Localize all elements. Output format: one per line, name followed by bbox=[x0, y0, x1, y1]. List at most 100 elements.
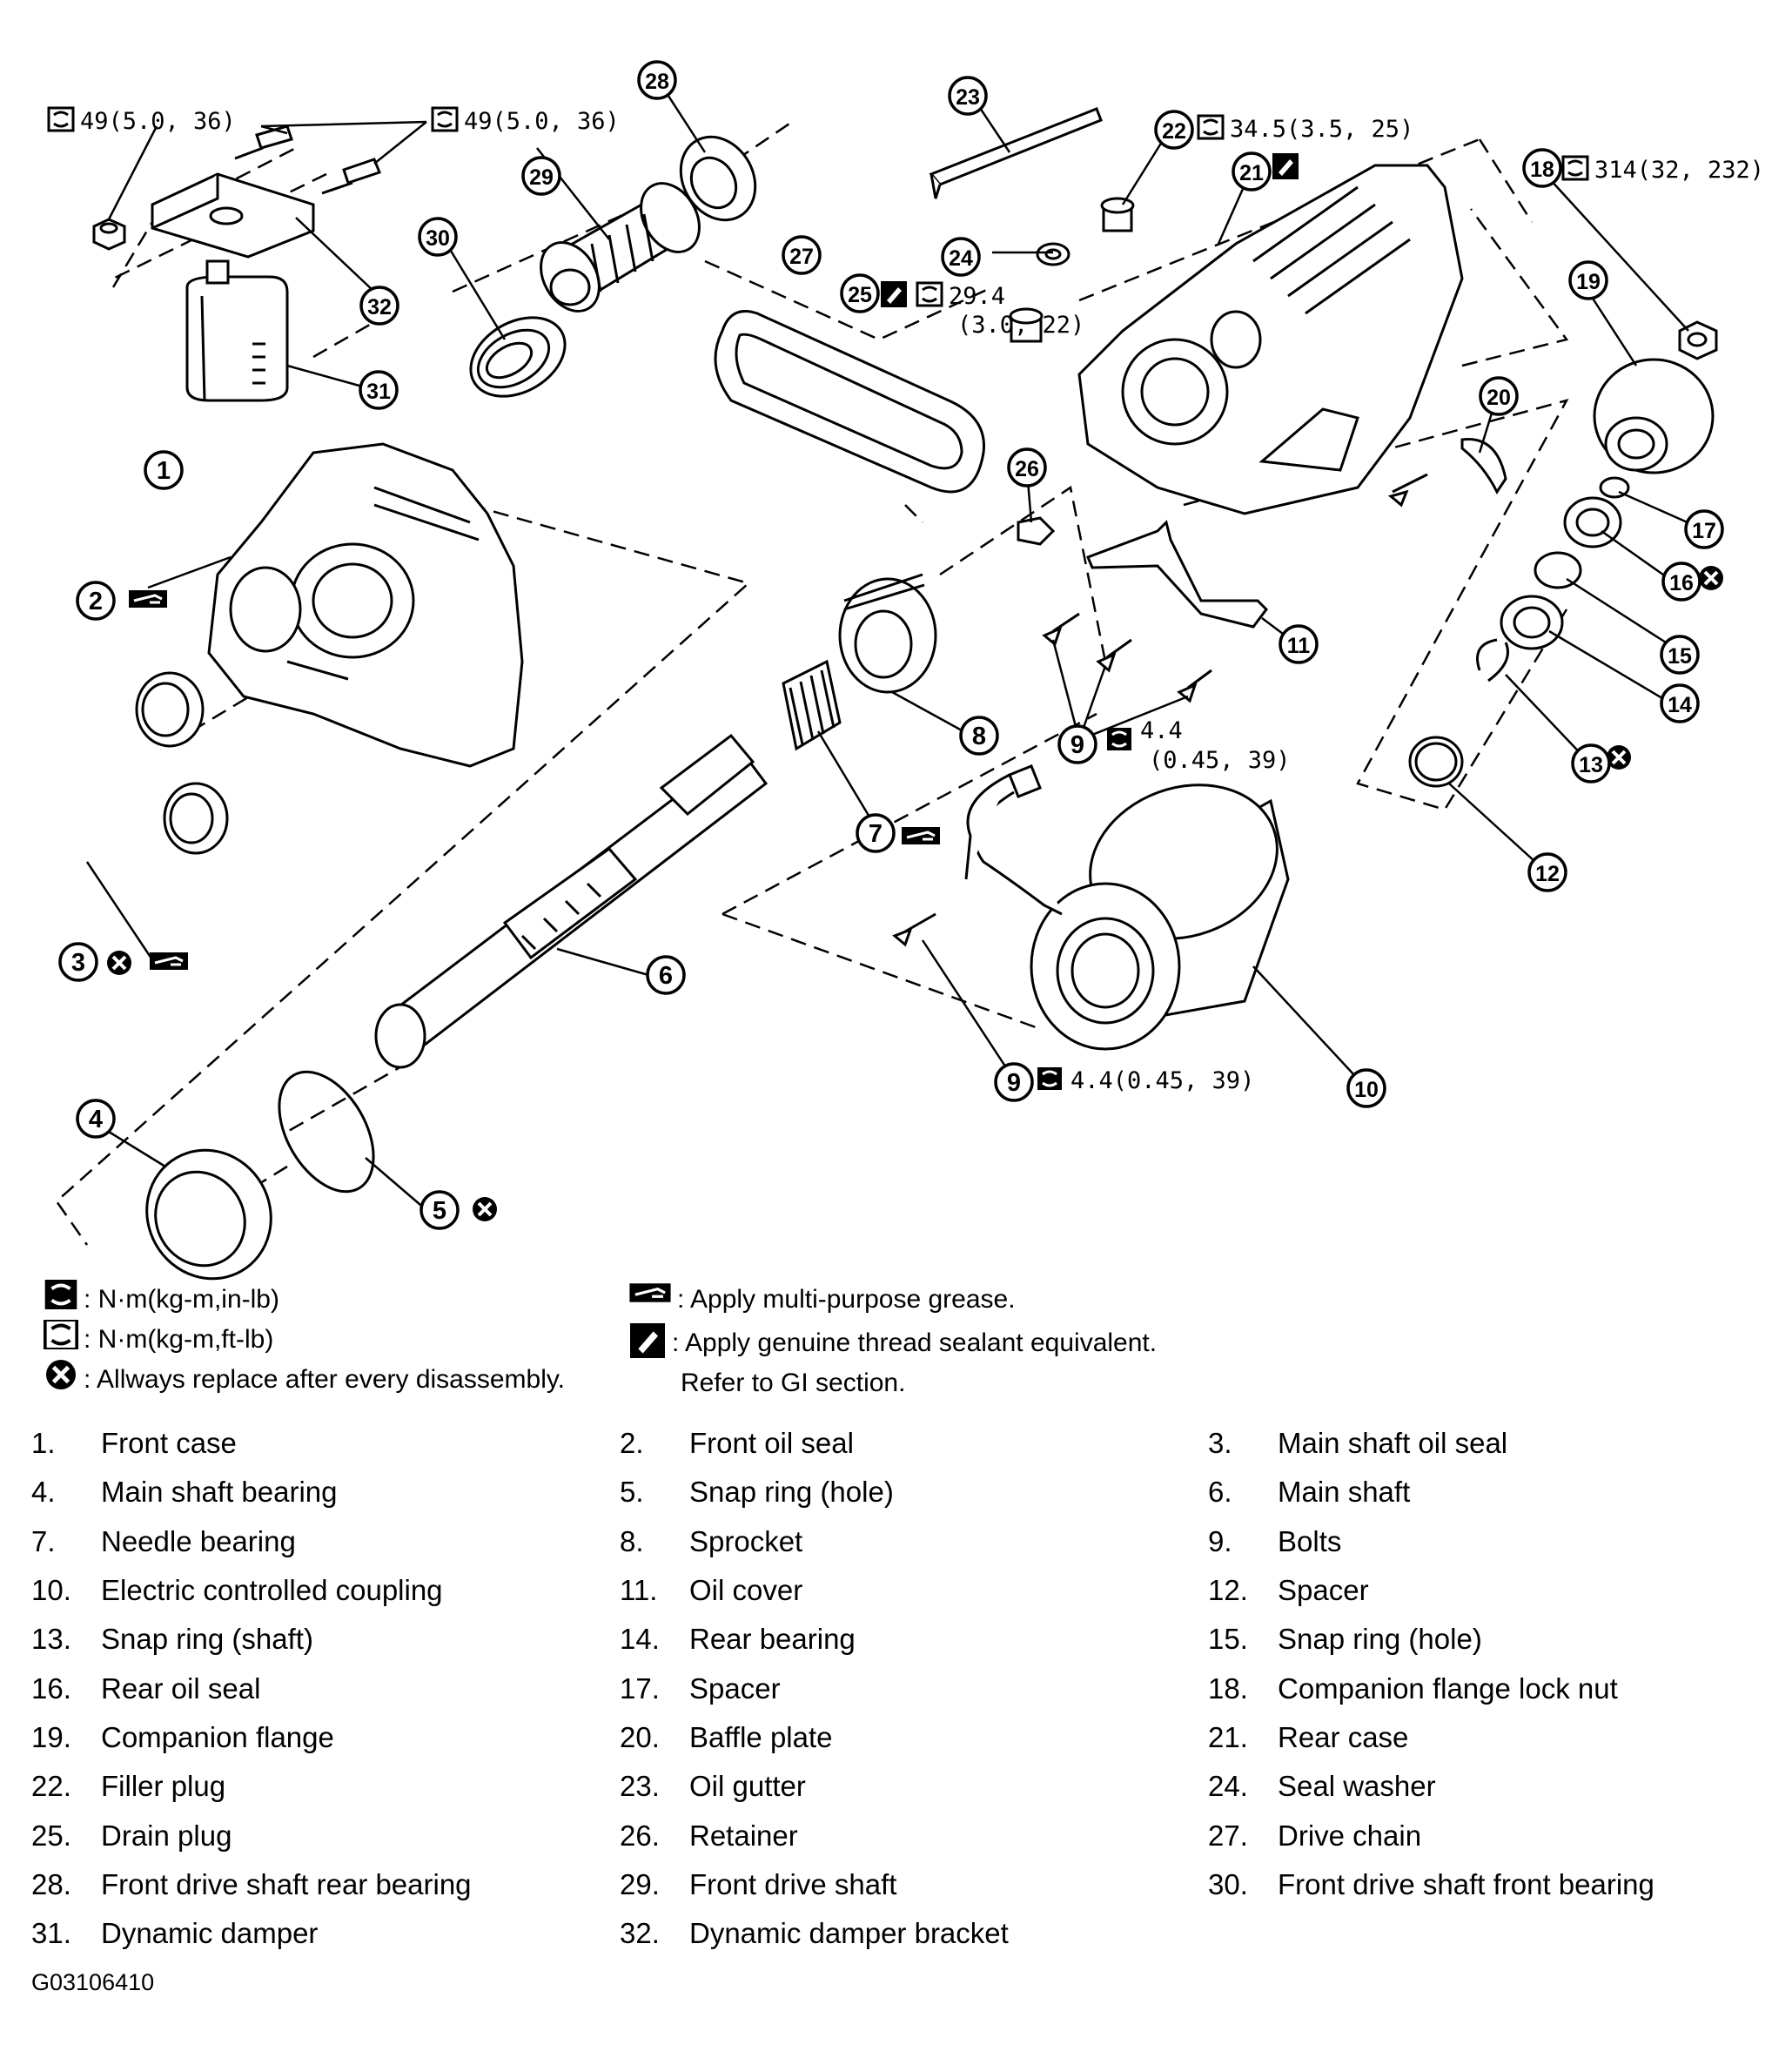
callout-number: 24 bbox=[949, 246, 973, 271]
part-item: 17.Spacer bbox=[620, 1664, 1208, 1712]
callout-24: 24 bbox=[941, 237, 981, 277]
bolt-9-lower bbox=[892, 912, 936, 947]
part-number: 3. bbox=[1208, 1427, 1232, 1460]
legend-replace: : Allways replace after every disassembl… bbox=[44, 1360, 565, 1400]
part-name: Drive chain bbox=[1278, 1819, 1422, 1852]
callout-number: 9 bbox=[1071, 731, 1084, 759]
figure-code: G03106410 bbox=[31, 1969, 155, 1995]
callout-number: 18 bbox=[1530, 158, 1554, 182]
callout-23: 23 bbox=[948, 76, 988, 116]
legend-sealant: : Apply genuine thread sealant equivalen… bbox=[628, 1323, 1157, 1403]
callout-number: 13 bbox=[1579, 753, 1603, 777]
callout-number: 16 bbox=[1669, 571, 1694, 595]
front-drive-shaft-front-bearing bbox=[469, 316, 567, 398]
dynamic-damper-bracket bbox=[151, 124, 381, 259]
torque-9-bottom: 4.4(0.45, 39) bbox=[1071, 1067, 1254, 1094]
callout-number: 6 bbox=[659, 962, 673, 990]
part-name: Rear bearing bbox=[689, 1623, 856, 1656]
sensor-harness bbox=[964, 764, 1063, 916]
callout-number: 23 bbox=[956, 85, 980, 110]
part-name: Front oil seal bbox=[689, 1427, 854, 1460]
retainer bbox=[1017, 516, 1056, 546]
snap-ring-13 bbox=[1476, 638, 1509, 683]
part-name: Main shaft oil seal bbox=[1278, 1427, 1508, 1460]
callout-number: 14 bbox=[1668, 693, 1692, 717]
main-shaft bbox=[374, 733, 768, 1069]
callout-5: 5 bbox=[419, 1190, 460, 1230]
electric-controlled-coupling bbox=[1030, 784, 1290, 1051]
part-item: 1.Front case bbox=[31, 1419, 620, 1468]
callout-11: 11 bbox=[1279, 624, 1319, 664]
drain-plug bbox=[1009, 307, 1044, 343]
companion-flange-lock-nut bbox=[1678, 320, 1718, 360]
callout-31: 31 bbox=[359, 370, 399, 410]
callout-20: 20 bbox=[1479, 376, 1519, 416]
part-item: 28.Front drive shaft rear bearing bbox=[31, 1860, 620, 1909]
part-name: Oil cover bbox=[689, 1574, 803, 1607]
part-name: Front drive shaft front bearing bbox=[1278, 1867, 1654, 1900]
part-number: 2. bbox=[620, 1427, 644, 1460]
part-number: 17. bbox=[620, 1671, 660, 1705]
part-number: 20. bbox=[620, 1720, 660, 1753]
part-number: 27. bbox=[1208, 1819, 1248, 1852]
part-name: Retainer bbox=[689, 1819, 798, 1852]
callout-number: 15 bbox=[1668, 644, 1692, 669]
part-name: Snap ring (hole) bbox=[1278, 1623, 1482, 1656]
part-name: Seal washer bbox=[1278, 1770, 1436, 1803]
part-number: 19. bbox=[31, 1720, 71, 1753]
callout-number: 2 bbox=[89, 588, 103, 615]
part-name: Front drive shaft rear bearing bbox=[101, 1867, 472, 1900]
part-number: 22. bbox=[31, 1770, 71, 1803]
part-item: 32.Dynamic damper bracket bbox=[620, 1909, 1208, 1958]
callout-number: 9 bbox=[1007, 1069, 1021, 1097]
part-number: 12. bbox=[1208, 1574, 1248, 1607]
torque-22: 34.5(3.5, 25) bbox=[1230, 116, 1413, 143]
baffle-plate bbox=[1460, 438, 1507, 494]
part-number: 10. bbox=[31, 1574, 71, 1607]
part-name: Companion flange bbox=[101, 1720, 334, 1753]
rear-case bbox=[1077, 164, 1464, 515]
callout-number: 10 bbox=[1354, 1078, 1379, 1102]
part-name: Drain plug bbox=[101, 1819, 232, 1852]
callout-number: 19 bbox=[1576, 270, 1601, 294]
part-number: 30. bbox=[1208, 1867, 1248, 1900]
part-item: 26. Retainer bbox=[620, 1811, 1208, 1860]
callout-32: 32 bbox=[359, 286, 399, 326]
legend-sealant-line-1: : Apply genuine thread sealant equivalen… bbox=[672, 1328, 1158, 1357]
legend-nm-ft-lb: : N·m(kg-m,ft-lb) bbox=[44, 1320, 565, 1360]
part-name: Snap ring (hole) bbox=[689, 1476, 894, 1509]
grease-icon bbox=[628, 1281, 672, 1304]
part-number: 26. bbox=[620, 1819, 660, 1852]
callout-14: 14 bbox=[1660, 683, 1700, 723]
oil-gutter bbox=[929, 107, 1103, 199]
part-item: 29.Front drive shaft bbox=[620, 1860, 1208, 1909]
torque-32-left: 49(5.0, 36) bbox=[80, 108, 236, 135]
part-item: 9.Bolts bbox=[1208, 1517, 1765, 1566]
bolt-20 bbox=[1387, 473, 1428, 508]
front-oil-seal bbox=[135, 671, 205, 748]
callout-number: 26 bbox=[1015, 457, 1039, 481]
callout-16: 16 bbox=[1661, 562, 1701, 602]
part-number: 24. bbox=[1208, 1770, 1248, 1803]
part-item: 24. Seal washer bbox=[1208, 1762, 1765, 1811]
torque-25-units: (3.0, 22) bbox=[957, 312, 1084, 339]
part-number: 4. bbox=[31, 1476, 56, 1509]
part-number: 14. bbox=[620, 1623, 660, 1656]
part-item: 16.Rear oil seal bbox=[31, 1664, 620, 1712]
front-drive-shaft bbox=[540, 182, 701, 313]
part-name: Oil gutter bbox=[689, 1770, 806, 1803]
callout-3: 3 bbox=[58, 942, 98, 982]
part-name: Electric controlled coupling bbox=[101, 1574, 443, 1607]
part-item: 7.Needle bearing bbox=[31, 1517, 620, 1566]
spacer-12 bbox=[1408, 736, 1464, 788]
callout-9: 9 bbox=[994, 1062, 1034, 1102]
part-item: 31.Dynamic damper bbox=[31, 1909, 620, 1958]
callout-26: 26 bbox=[1007, 447, 1047, 488]
callout-number: 1 bbox=[157, 457, 171, 485]
rear-bearing bbox=[1500, 595, 1564, 650]
torque-annotations: 49(5.0, 36) 49(5.0, 36) 34.5(3.5, 25) 31… bbox=[47, 106, 1764, 1223]
torque-9-value: 4.4 bbox=[1140, 717, 1183, 744]
part-item: 30. Front drive shaft front bearing bbox=[1208, 1860, 1765, 1909]
